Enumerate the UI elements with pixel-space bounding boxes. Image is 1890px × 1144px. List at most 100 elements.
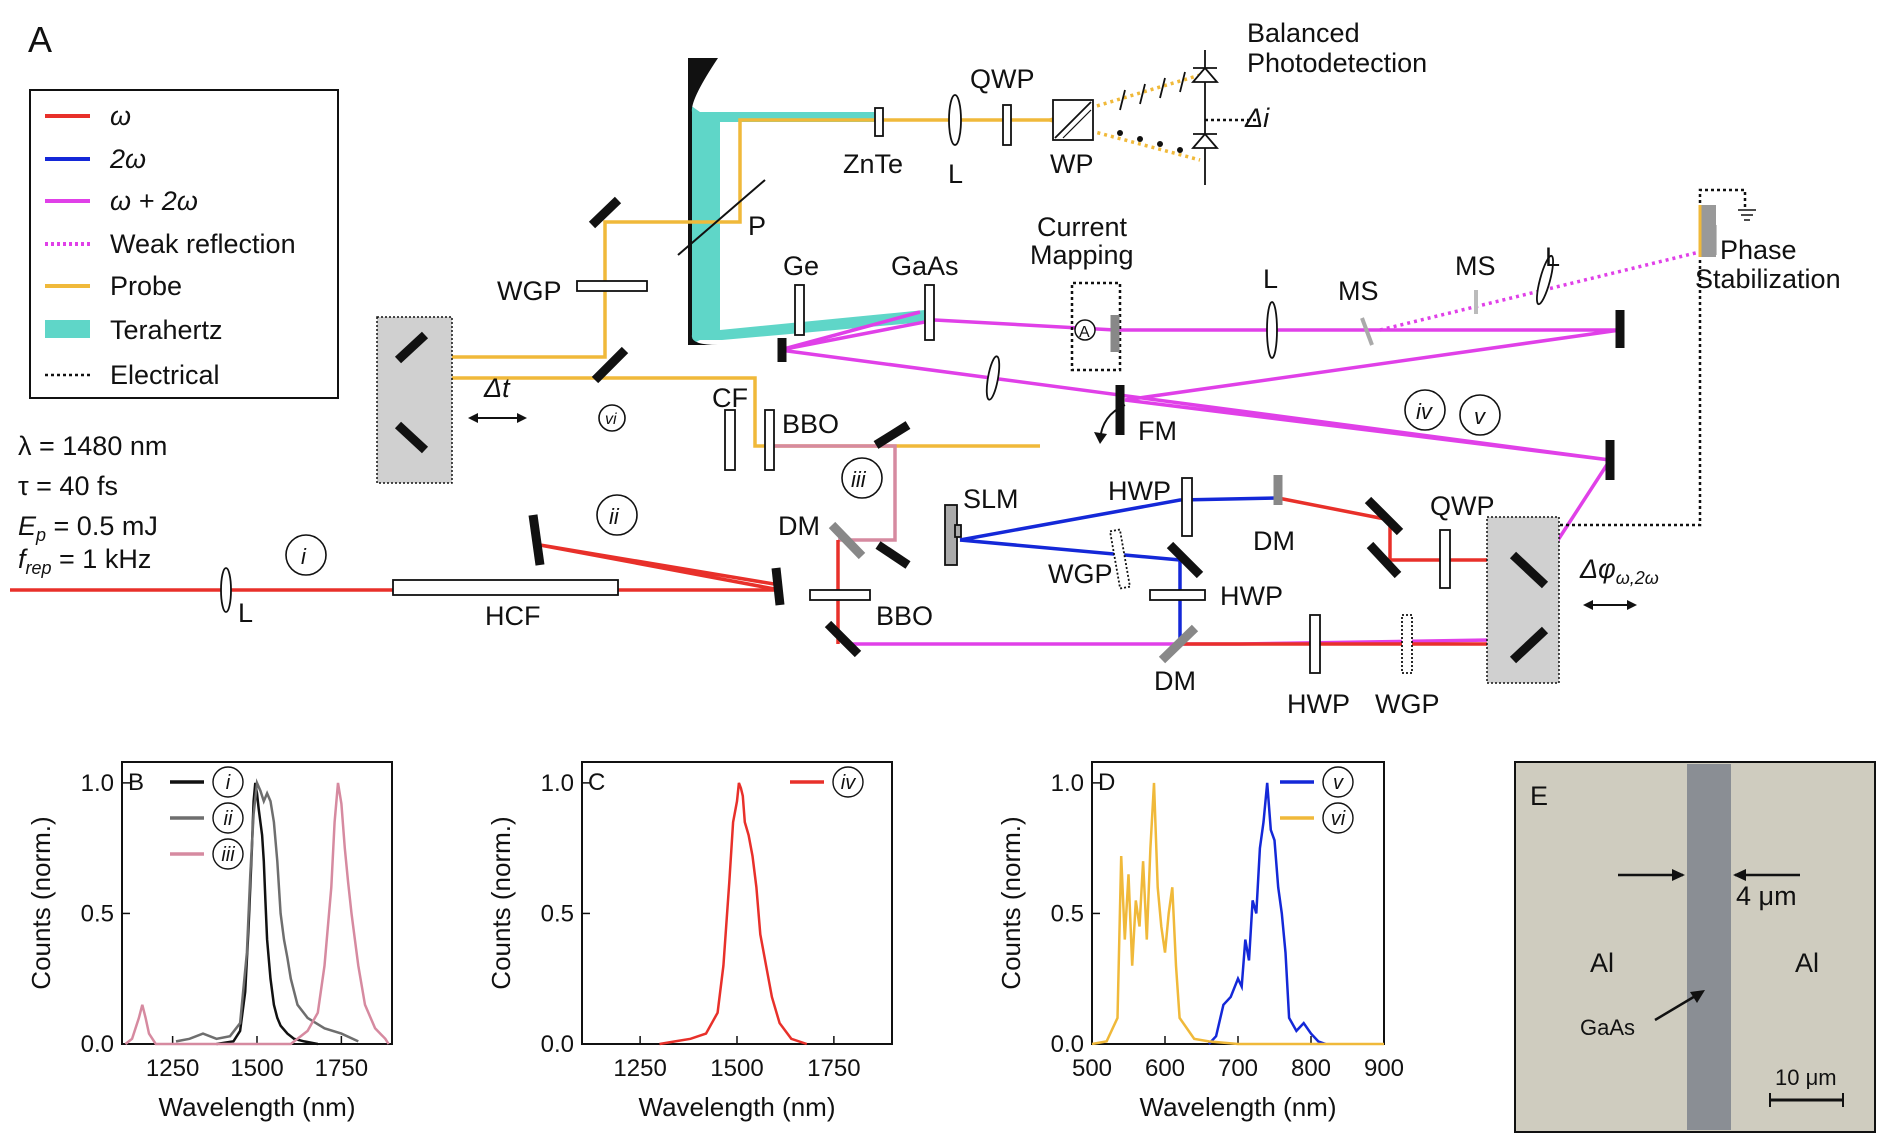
label-mapping: Mapping bbox=[1030, 240, 1134, 270]
legend-label: ii bbox=[224, 808, 233, 830]
ammeter-icon bbox=[1074, 319, 1096, 341]
label-znte: ZnTe bbox=[843, 149, 903, 179]
label-delta-i: Δi bbox=[1244, 103, 1270, 133]
series-line-ii bbox=[175, 778, 359, 1043]
component-labels: Balanced Photodetection Δi QWP ZnTe L WP… bbox=[238, 18, 1841, 719]
x-tick-label: 1750 bbox=[807, 1055, 860, 1082]
label-dm-left: DM bbox=[778, 511, 820, 541]
label-wp: WP bbox=[1050, 149, 1094, 179]
legend-label: Weak reflection bbox=[110, 229, 296, 259]
panel-a-letter: A bbox=[28, 19, 52, 60]
wollaston-prism bbox=[1052, 99, 1094, 141]
param-ep-sub: p bbox=[35, 525, 46, 545]
y-tick-label: 0.5 bbox=[81, 900, 114, 927]
x-tick-label: 800 bbox=[1291, 1055, 1331, 1082]
polarization-arrows bbox=[1119, 71, 1186, 111]
marker-iii: iii bbox=[851, 467, 867, 492]
probe-beam bbox=[418, 73, 1201, 448]
legend-label: iv bbox=[841, 772, 856, 794]
label-gaas-e: GaAs bbox=[1580, 1015, 1635, 1040]
legend-label: Electrical bbox=[110, 360, 220, 390]
param-frep-val: = 1 kHz bbox=[52, 544, 152, 574]
label-delta-t: Δt bbox=[483, 373, 511, 403]
label-lens-mid: L bbox=[1263, 264, 1278, 294]
x-tick-label: 700 bbox=[1218, 1055, 1258, 1082]
label-hwp-mid: HWP bbox=[1220, 581, 1283, 611]
label-qwp-right: QWP bbox=[1430, 491, 1495, 521]
x-tick-label: 1500 bbox=[230, 1055, 283, 1082]
ground-icon bbox=[1738, 209, 1756, 221]
laser-params: λ = 1480 nm τ = 40 fs Ep = 0.5 mJ frep =… bbox=[18, 431, 167, 578]
y-tick-label: 0.5 bbox=[1051, 900, 1084, 927]
y-tick-label: 1.0 bbox=[1051, 770, 1084, 797]
y-tick-label: 0.0 bbox=[81, 1031, 114, 1058]
param-ep-sym: E bbox=[18, 511, 37, 541]
mirrors bbox=[394, 196, 1625, 664]
legend-label: ω bbox=[110, 101, 131, 131]
legend-marker bbox=[212, 802, 244, 834]
param-frep: frep = 1 kHz bbox=[18, 544, 151, 578]
electrical-lines bbox=[1070, 118, 1747, 527]
x-tick-label: 1500 bbox=[710, 1055, 763, 1082]
markers bbox=[285, 389, 1501, 576]
label-delta-phi-sym: Δφ bbox=[1579, 554, 1616, 584]
x-tick-label: 1250 bbox=[146, 1055, 199, 1082]
y-tick-label: 0.0 bbox=[541, 1031, 574, 1058]
terahertz-beam bbox=[700, 112, 925, 340]
optics bbox=[392, 104, 1451, 674]
label-stabilization: Stabilization bbox=[1695, 264, 1841, 294]
label-gaas: GaAs bbox=[891, 251, 959, 281]
param-ep-val: = 0.5 mJ bbox=[46, 511, 158, 541]
label-scalebar: 10 μm bbox=[1775, 1065, 1837, 1090]
label-bbo-top: BBO bbox=[782, 409, 839, 439]
panel-e: E 4 μm Al Al GaAs 10 μm bbox=[1514, 761, 1876, 1133]
label-hcf: HCF bbox=[485, 601, 541, 631]
label-pellicle: P bbox=[748, 211, 766, 241]
x-axis-label: Wavelength (nm) bbox=[639, 1092, 836, 1122]
series-line-iii bbox=[124, 782, 390, 1046]
legend-marker bbox=[212, 766, 244, 798]
legend-marker bbox=[1322, 802, 1354, 834]
flip-arrowhead-icon bbox=[1094, 432, 1107, 444]
label-ms2: MS bbox=[1455, 251, 1496, 281]
label-qwp-top: QWP bbox=[970, 64, 1035, 94]
gaas-channel bbox=[1687, 764, 1731, 1130]
legend-marker bbox=[832, 766, 864, 798]
lenses bbox=[220, 94, 1554, 613]
legend-marker bbox=[1322, 766, 1354, 798]
label-wgp-mid: WGP bbox=[1048, 559, 1113, 589]
wgp-top-plate bbox=[576, 280, 648, 292]
label-lens-right: L bbox=[1545, 242, 1560, 272]
series-line-iv bbox=[659, 782, 808, 1046]
legend-label: ω + 2ω bbox=[110, 186, 198, 216]
marker-v: v bbox=[1474, 404, 1487, 429]
marker-vi: vi bbox=[605, 411, 617, 428]
photodetectors bbox=[1191, 50, 1219, 185]
delay-stage-phase bbox=[1486, 516, 1560, 684]
label-hwp-top: HWP bbox=[1108, 476, 1171, 506]
mix-beam-to-gaas bbox=[779, 310, 921, 352]
legend-label: iii bbox=[221, 844, 235, 866]
legend-swatch-thz bbox=[45, 320, 90, 338]
x-tick-label: 900 bbox=[1364, 1055, 1404, 1082]
pellicle bbox=[677, 179, 766, 256]
delay-arrows bbox=[470, 417, 1635, 606]
legend-label: i bbox=[226, 772, 231, 794]
delay-arrowheads bbox=[468, 413, 1637, 610]
label-bbo-bottom: BBO bbox=[876, 601, 933, 631]
series-line-v bbox=[1207, 782, 1327, 1046]
label-balanced: Balanced bbox=[1247, 18, 1360, 48]
label-dm-bottom: DM bbox=[1154, 666, 1196, 696]
label-lens-top: L bbox=[948, 159, 963, 189]
legend-label: v bbox=[1333, 772, 1344, 794]
y-axis-label: Counts (norm.) bbox=[996, 816, 1026, 989]
label-hwp-bottom: HWP bbox=[1287, 689, 1350, 719]
legend-label: 2ω bbox=[109, 144, 146, 174]
legend-label: vi bbox=[1331, 808, 1346, 830]
ms-pickoff-1 bbox=[1360, 317, 1374, 346]
detector-dots bbox=[1117, 130, 1183, 153]
terahertz-edge bbox=[690, 105, 700, 345]
arrowhead-icon bbox=[1690, 990, 1705, 1003]
label-wgp-top: WGP bbox=[497, 276, 562, 306]
